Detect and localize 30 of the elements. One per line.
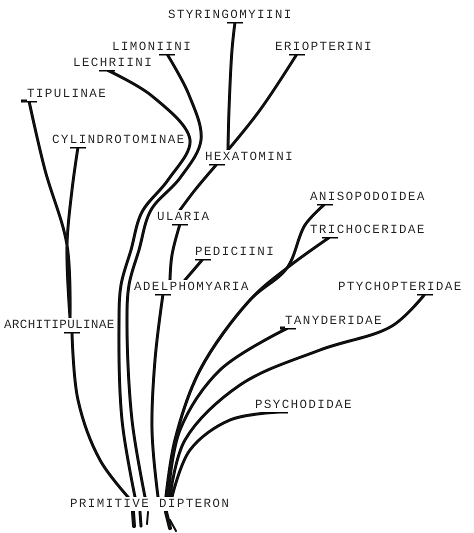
- taxon-label: PTYCHOPTERIDAE: [338, 280, 463, 294]
- branch-line: [226, 20, 244, 152]
- branch-line: [150, 292, 172, 498]
- branch-line: [226, 52, 306, 152]
- branch-line: [98, 68, 192, 498]
- taxon-label: PRIMITIVE DIPTERON: [70, 497, 230, 511]
- taxon-label: PSYCHODIDAE: [255, 398, 353, 412]
- taxon-label: ANISOPODOIDEA: [310, 190, 426, 204]
- branch-line: [126, 52, 203, 498]
- branch-line: [166, 326, 298, 498]
- taxon-label: ERIOPTERINI: [275, 40, 373, 54]
- branch-line: [184, 258, 212, 282]
- branch-line: [62, 330, 130, 498]
- taxon-label: ULARIA: [157, 210, 210, 224]
- taxon-label: LIMONIINI: [112, 40, 192, 54]
- branch-line: [168, 222, 190, 282]
- taxon-label: CYLINDROTOMINAE: [52, 133, 186, 147]
- taxon-label: HEXATOMINI: [205, 150, 294, 164]
- branch-line: [168, 292, 434, 498]
- branch-line: [178, 162, 226, 212]
- taxon-label: ADELPHOMYARIA: [134, 280, 250, 294]
- taxon-label: TIPULINAE: [27, 87, 108, 101]
- taxon-label: STYRINGOMYIINI: [168, 8, 293, 22]
- taxon-label: LECHRIINI: [73, 56, 154, 70]
- taxon-label: PEDICIINI: [195, 245, 276, 259]
- taxon-label: TRICHOCERIDAE: [310, 223, 426, 237]
- taxon-label: ARCHITIPULINAE: [4, 318, 115, 332]
- branch-line: [65, 146, 88, 320]
- branch-line: [170, 410, 290, 498]
- taxon-label: TANYDERIDAE: [285, 314, 383, 328]
